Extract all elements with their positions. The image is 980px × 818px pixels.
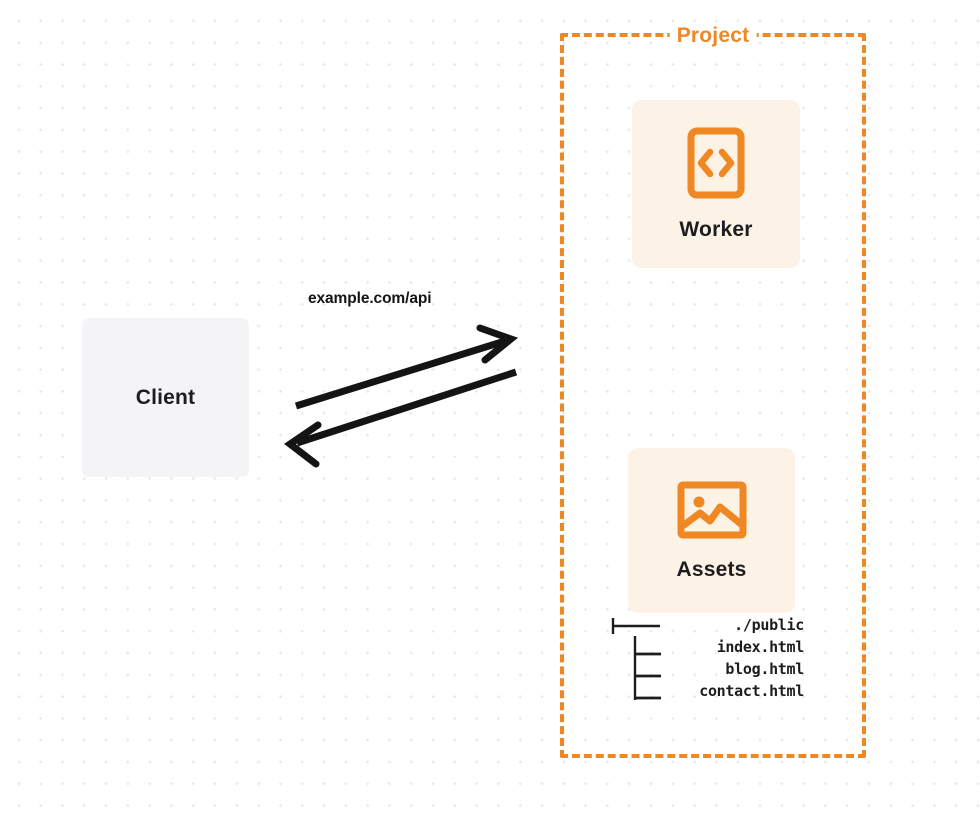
connection-label: example.com/api [308, 290, 432, 307]
tree-row: contact.html [699, 682, 804, 700]
tree-row: blog.html [725, 660, 804, 678]
project-container: Project [560, 24, 866, 758]
worker-card[interactable]: Worker [632, 100, 800, 268]
request-arrow [294, 324, 519, 410]
project-title: Project [669, 24, 757, 48]
client-node-label: Client [135, 385, 196, 409]
worker-card-label: Worker [679, 217, 753, 241]
tree-connector-lines [611, 618, 661, 700]
asset-file-tree: ./public index.html blog.html contact.ht… [604, 616, 804, 706]
image-icon [677, 480, 747, 545]
code-brackets-icon [687, 127, 745, 204]
response-arrow [284, 368, 518, 468]
client-node[interactable]: Client [82, 318, 249, 477]
tree-row: index.html [716, 638, 805, 656]
assets-card[interactable]: Assets [628, 448, 795, 613]
assets-card-label: Assets [676, 557, 747, 581]
tree-row: ./public [734, 616, 804, 634]
